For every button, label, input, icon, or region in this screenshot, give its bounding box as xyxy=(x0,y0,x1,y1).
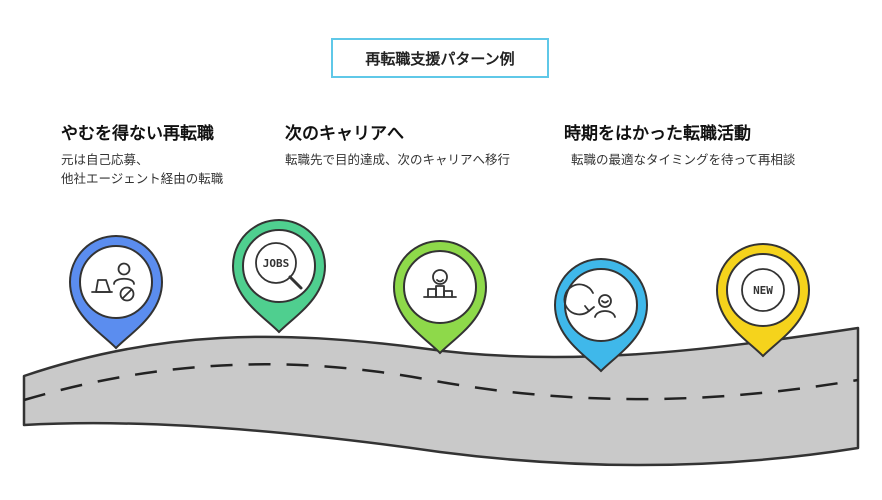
diagram-title: 再転職支援パターン例 xyxy=(331,38,549,78)
step-2-description: 転職先で目的達成、次のキャリアへ移行 xyxy=(285,150,510,169)
step-5-pin: NEW xyxy=(715,243,811,358)
step-1-heading: やむを得ない再転職 xyxy=(61,124,214,144)
step-2-pin: JOBS xyxy=(231,219,327,334)
new-badge-icon: NEW xyxy=(741,268,785,312)
person-laptop-icon xyxy=(91,262,135,302)
road-center-line xyxy=(23,363,859,402)
step-4-description: 転職の最適なタイミングを待って再相談 xyxy=(571,150,795,169)
step-3-pin-face xyxy=(403,250,477,324)
step-4-heading: 時期をはかった転職活動 xyxy=(564,124,751,144)
step-2-heading: 次のキャリアへ xyxy=(285,124,404,144)
step-4-desc-line-1: 転職の最適なタイミングを待って再相談 xyxy=(571,152,796,167)
step-1-description: 元は自己応募、 他社エージェント経由の転職 xyxy=(61,150,223,188)
step-1-desc-line-1: 元は自己応募、 xyxy=(61,152,149,167)
step-2-desc-line-1: 転職先で目的達成、次のキャリアへ移行 xyxy=(285,152,511,167)
jobs-label: JOBS xyxy=(263,257,290,270)
step-3-pin xyxy=(392,240,488,355)
new-label: NEW xyxy=(753,284,773,297)
step-1-pin xyxy=(68,235,164,350)
step-4-pin xyxy=(553,258,649,373)
step-5-pin-face xyxy=(726,253,800,327)
person-rewind-icon xyxy=(563,283,616,318)
person-podium-icon xyxy=(423,269,457,298)
step-1-pin-face xyxy=(79,245,153,319)
road xyxy=(22,326,860,467)
step-1-desc-line-2: 他社エージェント経由の転職 xyxy=(61,171,224,186)
jobs-search-icon: JOBS xyxy=(255,242,303,290)
